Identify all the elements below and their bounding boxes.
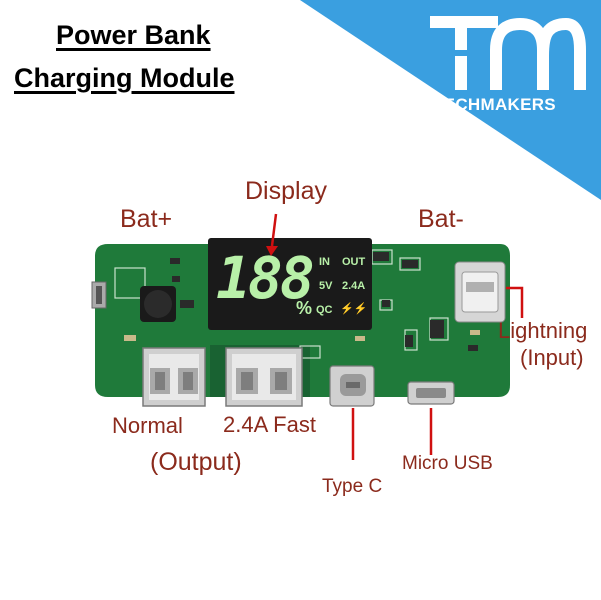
lcd-out: OUT bbox=[342, 256, 366, 268]
label-output: (Output) bbox=[150, 448, 242, 476]
brand-logo-icon bbox=[430, 16, 586, 90]
label-type-c: Type C bbox=[322, 476, 383, 497]
lcd-percent: % bbox=[296, 298, 313, 318]
label-display: Display bbox=[245, 177, 327, 205]
lcd-qc: QC bbox=[316, 304, 333, 316]
label-normal: Normal bbox=[112, 413, 183, 438]
lcd-in: IN bbox=[319, 256, 330, 268]
usb-type-c-port bbox=[329, 365, 375, 407]
page-title-line1: Power Bank bbox=[56, 20, 211, 50]
lcd-digits: 188 bbox=[216, 244, 315, 312]
label-micro-usb: Micro USB bbox=[402, 453, 493, 474]
label-bat-minus: Bat- bbox=[418, 205, 464, 233]
usb-a-fast-port bbox=[225, 347, 303, 407]
label-lightning: Lightning bbox=[498, 318, 588, 343]
lightning-bracket bbox=[506, 286, 524, 318]
label-fast: 2.4A Fast bbox=[223, 412, 316, 437]
page-title-line2: Charging Module bbox=[14, 63, 235, 93]
brand-name: TECHMAKERS bbox=[433, 95, 556, 114]
micro-usb-port bbox=[407, 381, 455, 405]
lcd-volt: 5V bbox=[319, 280, 333, 292]
lcd-bolt-icon: ⚡⚡ bbox=[340, 303, 368, 315]
usb-a-normal-port bbox=[142, 347, 206, 407]
lcd-display bbox=[208, 238, 372, 330]
label-input: (Input) bbox=[520, 345, 584, 370]
lcd-amp: 2.4A bbox=[342, 280, 366, 292]
display-arrow bbox=[270, 213, 278, 247]
label-bat-plus: Bat+ bbox=[120, 205, 173, 233]
